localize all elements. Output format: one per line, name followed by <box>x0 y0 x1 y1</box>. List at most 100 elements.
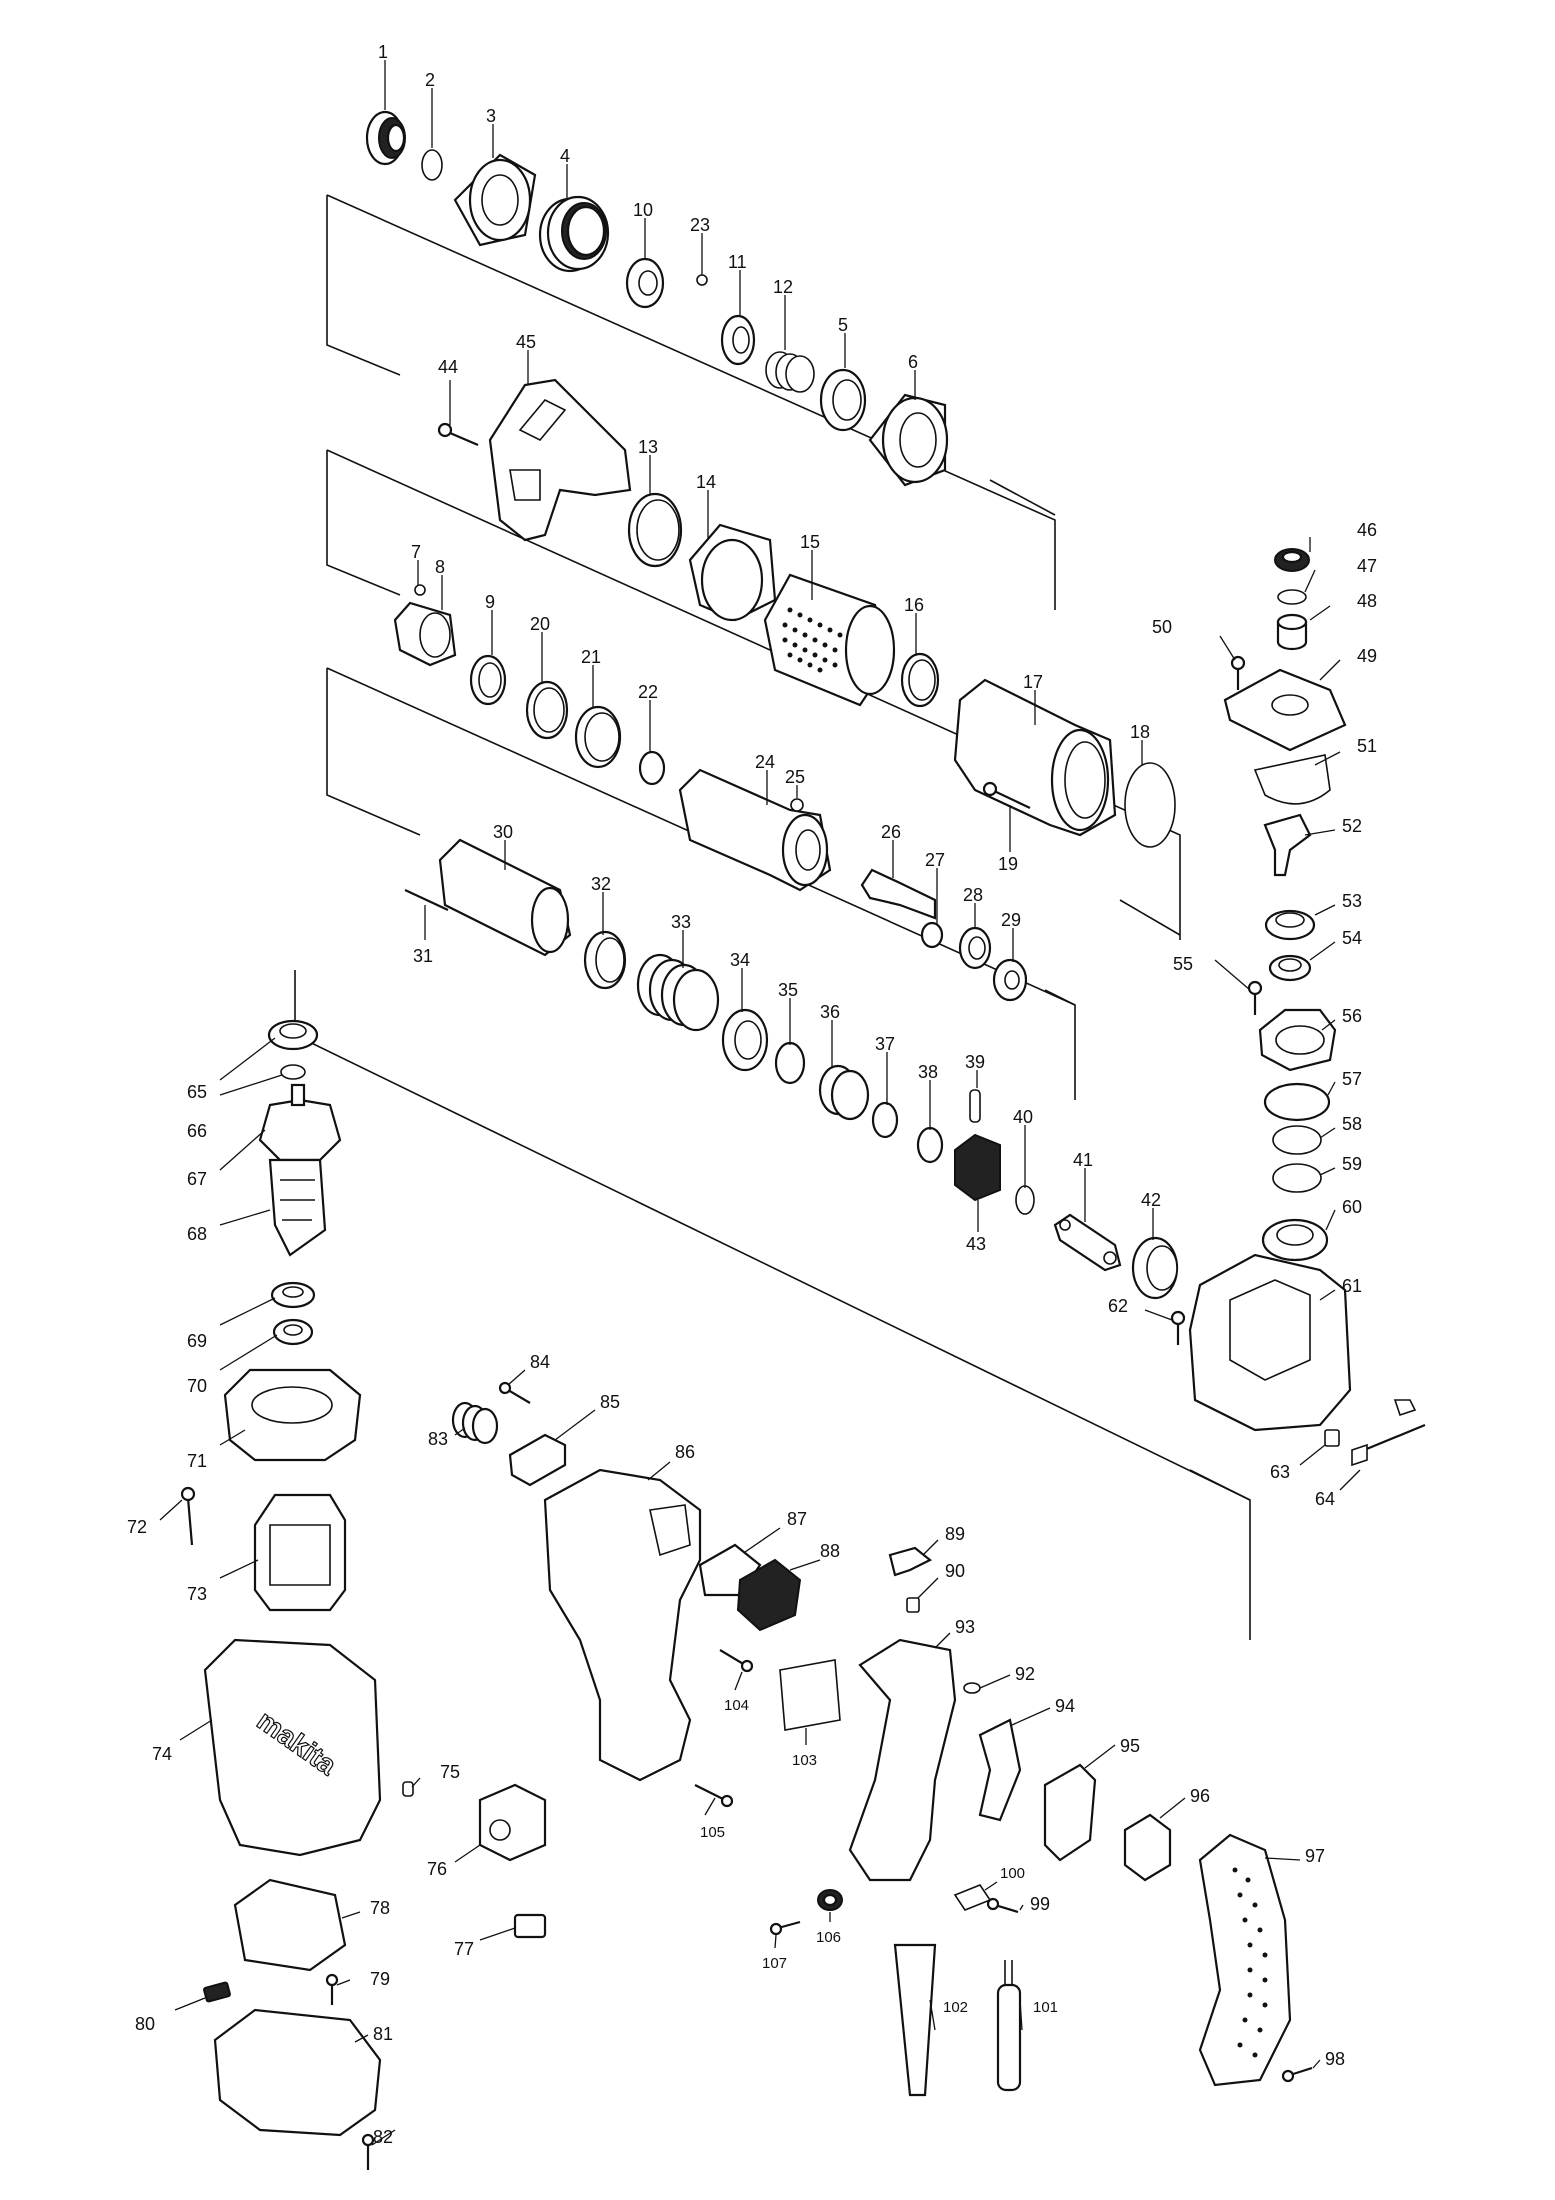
part-58-washer <box>1272 1125 1322 1155</box>
label-22: 22 <box>638 682 658 702</box>
part-21-sleeve <box>574 705 622 769</box>
part-19-screw <box>982 781 1031 809</box>
label-70: 70 <box>187 1376 207 1396</box>
label-27: 27 <box>925 850 945 870</box>
part-9-washer <box>469 654 507 706</box>
label-93: 93 <box>955 1617 975 1637</box>
part-3-chuck-cover <box>453 153 537 247</box>
part-25-ball <box>790 798 804 812</box>
part-48-bushing <box>1276 613 1308 651</box>
label-10: 10 <box>633 200 653 220</box>
part-93-handle-housing <box>848 1638 957 1882</box>
label-104: 104 <box>724 1697 749 1714</box>
label-19: 19 <box>998 854 1018 874</box>
part-81-rear-cover <box>213 2008 382 2137</box>
label-47: 47 <box>1357 556 1377 576</box>
part-103-label <box>779 1659 841 1731</box>
label-76: 76 <box>427 1859 447 1879</box>
part-29-washer <box>992 958 1028 1002</box>
label-84: 84 <box>530 1352 550 1372</box>
part-43-swash-bearing <box>954 1133 1001 1202</box>
part-14-sleeve <box>688 523 777 622</box>
label-11: 11 <box>728 252 747 272</box>
label-25: 25 <box>785 767 805 787</box>
part-27-o-ring <box>920 921 944 949</box>
part-34-washer <box>721 1008 769 1072</box>
label-4: 4 <box>560 146 570 166</box>
part-47-ring <box>1277 589 1307 605</box>
label-14: 14 <box>696 472 716 492</box>
part-95-switch-cover <box>1043 1763 1097 1862</box>
part-33-spring <box>636 953 720 1032</box>
part-13-ring <box>627 492 683 568</box>
label-39: 39 <box>965 1052 985 1072</box>
label-30: 30 <box>493 822 513 842</box>
part-56-clutch <box>1258 1008 1337 1072</box>
label-21: 21 <box>581 647 601 667</box>
label-26: 26 <box>881 822 901 842</box>
part-1-ring-seal <box>365 110 406 166</box>
part-97-grip <box>1198 1833 1292 2087</box>
part-51-gasket <box>1253 754 1331 805</box>
label-71: 71 <box>187 1451 207 1471</box>
part-38-o-ring <box>916 1126 944 1164</box>
part-12-spring <box>765 351 815 393</box>
label-18: 18 <box>1130 722 1150 742</box>
part-24-cylinder <box>678 768 832 892</box>
part-67-fan-armature <box>258 1083 342 1162</box>
part-96-switch <box>1123 1813 1172 1882</box>
part-35-o-ring <box>774 1041 806 1085</box>
part-94-lever <box>978 1718 1022 1822</box>
part-15-tool-holder-cage <box>763 573 896 707</box>
assembly-frame-lines <box>294 194 1251 1640</box>
label-56: 56 <box>1342 1006 1362 1026</box>
part-32-sleeve <box>583 930 627 990</box>
part-28-gear <box>958 926 992 970</box>
label-67: 67 <box>187 1169 207 1189</box>
part-83-spring <box>451 1401 499 1445</box>
part-86-housing <box>543 1468 702 1782</box>
part-20-o-ring <box>525 680 569 740</box>
part-92-nut <box>963 1682 981 1694</box>
label-16: 16 <box>904 595 924 615</box>
part-37-o-ring <box>871 1101 899 1139</box>
part-49-bearing-plate <box>1223 668 1347 752</box>
label-90: 90 <box>945 1561 965 1581</box>
label-48: 48 <box>1357 591 1377 611</box>
part-72-screw <box>180 1486 196 1546</box>
label-37: 37 <box>875 1034 895 1054</box>
part-77-capacitor <box>513 1913 547 1939</box>
label-8: 8 <box>435 557 445 577</box>
part-41-crank <box>1053 1213 1122 1272</box>
label-63: 63 <box>1270 1462 1290 1482</box>
part-22-ring <box>638 750 666 786</box>
label-86: 86 <box>675 1442 695 1462</box>
label-103: 103 <box>792 1752 817 1769</box>
label-95: 95 <box>1120 1736 1140 1756</box>
part-80-carbon-brush <box>203 1981 231 2003</box>
part-98-screw <box>1281 2066 1313 2083</box>
part-42-bearing <box>1131 1236 1179 1300</box>
part-52-spindle-gear <box>1263 813 1312 877</box>
part-100-plate <box>953 1884 992 1911</box>
part-99-screw <box>986 1897 1019 1914</box>
label-32: 32 <box>591 874 611 894</box>
part-71-baffle <box>223 1368 362 1462</box>
label-65: 65 <box>187 1082 207 1102</box>
part-36-striker <box>818 1064 870 1121</box>
label-78: 78 <box>370 1898 390 1918</box>
label-68: 68 <box>187 1224 207 1244</box>
label-33: 33 <box>671 912 691 932</box>
label-49: 49 <box>1357 646 1377 666</box>
label-12: 12 <box>773 277 793 297</box>
label-73: 73 <box>187 1584 207 1604</box>
part-107-screw <box>769 1920 801 1936</box>
label-96: 96 <box>1190 1786 1210 1806</box>
label-99: 99 <box>1030 1894 1050 1914</box>
label-1: 1 <box>378 42 388 62</box>
label-97: 97 <box>1305 1846 1325 1866</box>
part-10-washer <box>625 257 665 309</box>
part-76-controller <box>478 1783 547 1862</box>
label-51: 51 <box>1357 736 1377 756</box>
